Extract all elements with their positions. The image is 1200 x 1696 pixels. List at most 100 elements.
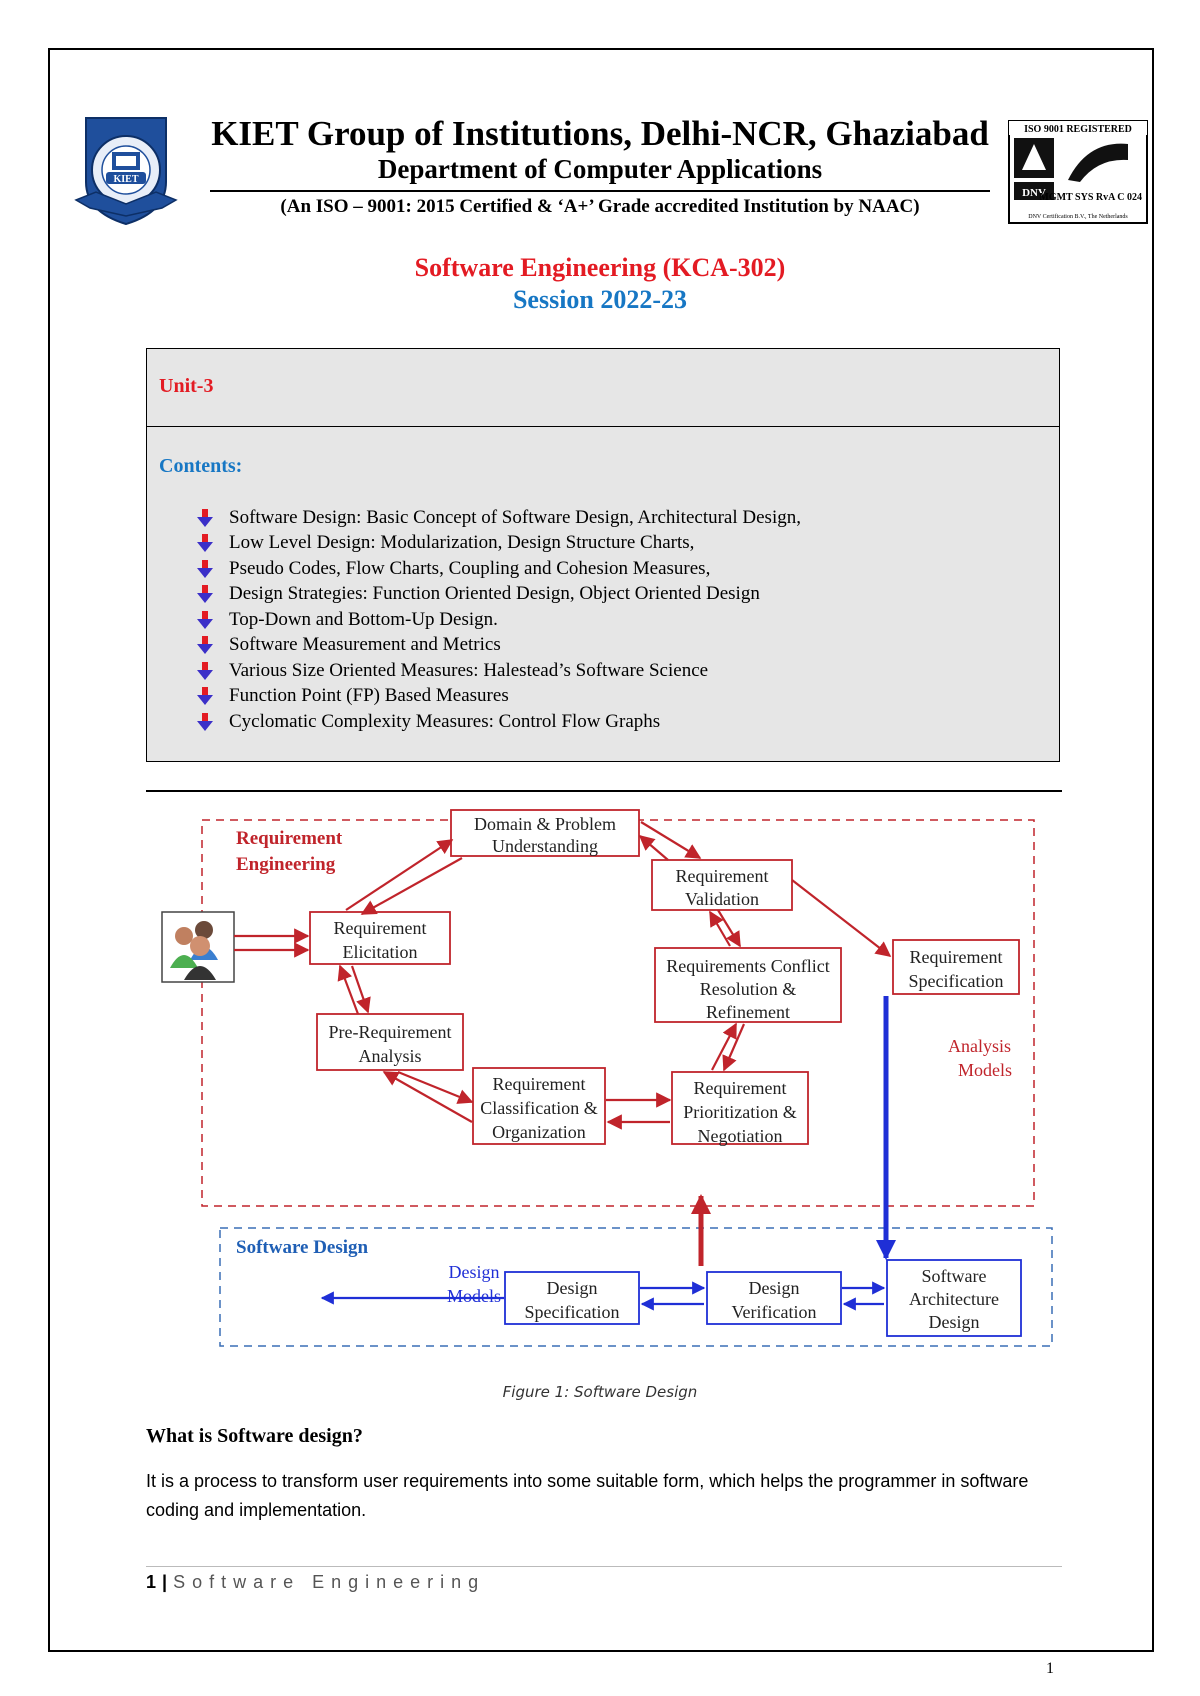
node-text: Resolution & [700, 979, 797, 999]
list-item: Top-Down and Bottom-Up Design. [197, 607, 801, 633]
node-text: Requirement [334, 918, 427, 938]
node-design-specification [504, 1271, 640, 1325]
list-item: Various Size Oriented Measures: Halestea… [197, 658, 801, 684]
region-label-line1: Requirement [236, 828, 343, 849]
node-text: Elicitation [343, 942, 418, 962]
contents-box: Unit-3 Contents: Software Design: Basic … [146, 348, 1060, 762]
arrow-down-bullet-icon [197, 559, 213, 578]
arrow-down-bullet-icon [197, 534, 213, 553]
arrow-down-bullet-icon [197, 610, 213, 629]
node-text: Requirements Conflict [666, 956, 829, 976]
page-footer: 1|Software Engineering [146, 1572, 485, 1593]
software-design-region [219, 1227, 1053, 1347]
session-label: Session 2022-23 [512, 285, 688, 314]
course-title: Software Engineering (KCA-302) [414, 253, 786, 282]
node-text: Refinement [706, 1002, 790, 1022]
arrow-down-bullet-icon [197, 508, 213, 527]
topic-list: Software Design: Basic Concept of Softwa… [197, 505, 801, 735]
node-text: Validation [685, 889, 759, 909]
node-text: Domain & Problem [474, 814, 616, 834]
node-text: Design [547, 1278, 598, 1298]
contents-label: Contents: [159, 455, 243, 477]
node-conflict-resolution [654, 947, 842, 1023]
iso-side-text: MGMT SYS RvA C 024 [1039, 192, 1142, 203]
node-text: Architecture [909, 1289, 999, 1309]
list-item: Cyclomatic Complexity Measures: Control … [197, 709, 801, 735]
node-text: Design [929, 1312, 980, 1332]
node-text: Classification & [480, 1098, 597, 1118]
arrow [638, 834, 669, 861]
list-item: Pseudo Codes, Flow Charts, Coupling and … [197, 556, 801, 582]
topic-text: Pseudo Codes, Flow Charts, Coupling and … [229, 557, 711, 579]
node-text: Analysis [359, 1046, 422, 1066]
arrow [360, 857, 463, 915]
node-text: Requirement [676, 866, 769, 886]
list-item: Low Level Design: Modularization, Design… [197, 531, 801, 557]
footer-separator: | [162, 1572, 168, 1592]
analysis-models-label: Analysis [948, 1036, 1011, 1056]
footer-divider [146, 1566, 1062, 1567]
node-text: Verification [732, 1302, 817, 1322]
footer-page-number: 1 [146, 1572, 157, 1592]
list-item: Design Strategies: Function Oriented Des… [197, 582, 801, 608]
node-domain-understanding [450, 809, 640, 857]
node-text: Organization [492, 1122, 586, 1142]
arrow [711, 1022, 737, 1071]
region-label-line2: Engineering [236, 854, 336, 875]
arrow [350, 965, 371, 1014]
design-models-label: Models [447, 1286, 501, 1306]
arrow [709, 910, 731, 947]
node-requirement-validation [651, 859, 793, 911]
arrow [717, 909, 741, 948]
unit-label: Unit-3 [159, 375, 214, 397]
institution-name: KIET Group of Institutions, Delhi-NCR, G… [211, 114, 989, 153]
arrow [345, 839, 454, 911]
arrow-down-bullet-icon [197, 712, 213, 731]
section-question: What is Software design? [146, 1425, 363, 1447]
node-text: Specification [909, 971, 1004, 991]
accreditation-text: (An ISO – 9001: 2015 Certified & ‘A+’ Gr… [280, 196, 920, 217]
page-border [48, 48, 1154, 1652]
node-requirement-elicitation [309, 911, 451, 965]
node-text: Requirement [493, 1074, 586, 1094]
node-text: Software [922, 1266, 987, 1286]
arrow-down-bullet-icon [197, 687, 213, 706]
arrow [337, 964, 360, 1015]
arrow [640, 821, 702, 859]
iso-top-text: ISO 9001 REGISTERED [1024, 124, 1132, 135]
topic-text: Various Size Oriented Measures: Halestea… [229, 659, 709, 681]
node-design-verification [706, 1271, 842, 1325]
arrow [382, 1071, 473, 1123]
topic-text: Top-Down and Bottom-Up Design. [229, 608, 498, 630]
section-divider [146, 790, 1062, 792]
node-text: Requirement [694, 1078, 787, 1098]
arrow [397, 1070, 474, 1104]
node-software-architecture-design [886, 1259, 1022, 1337]
users-icon [161, 911, 235, 983]
node-requirement-classification [472, 1067, 606, 1145]
unit-row: Unit-3 [147, 349, 1059, 427]
node-text: Understanding [492, 836, 598, 856]
arrow [791, 879, 892, 957]
node-text: Specification [525, 1302, 620, 1322]
analysis-models-label: Models [958, 1060, 1012, 1080]
topic-text: Function Point (FP) Based Measures [229, 685, 509, 707]
iso-bottom-text: DNV Certification B.V., The Netherlands [1028, 213, 1128, 220]
topic-text: Design Strategies: Function Oriented Des… [229, 583, 760, 605]
node-text: Negotiation [698, 1126, 783, 1146]
node-pre-requirement-analysis [316, 1013, 464, 1071]
kiet-crest-icon: KIET [74, 117, 178, 226]
software-design-region-label: Software Design [236, 1237, 369, 1258]
topic-text: Software Design: Basic Concept of Softwa… [229, 506, 801, 528]
software-design-diagram: Requirement Engineering Software Design … [161, 809, 1053, 1347]
header-divider [210, 190, 990, 192]
figure-caption: Figure 1: Software Design [502, 1383, 698, 1401]
node-text: Pre-Requirement [329, 1022, 452, 1042]
dnv-badge-text: DNV [1022, 187, 1046, 199]
requirement-engineering-region [201, 819, 1035, 1207]
topic-text: Software Measurement and Metrics [229, 634, 501, 656]
topic-text: Low Level Design: Modularization, Design… [229, 532, 695, 554]
node-text: Design [749, 1278, 800, 1298]
department-name: Department of Computer Applications [377, 154, 823, 184]
node-text: Requirement [910, 947, 1003, 967]
